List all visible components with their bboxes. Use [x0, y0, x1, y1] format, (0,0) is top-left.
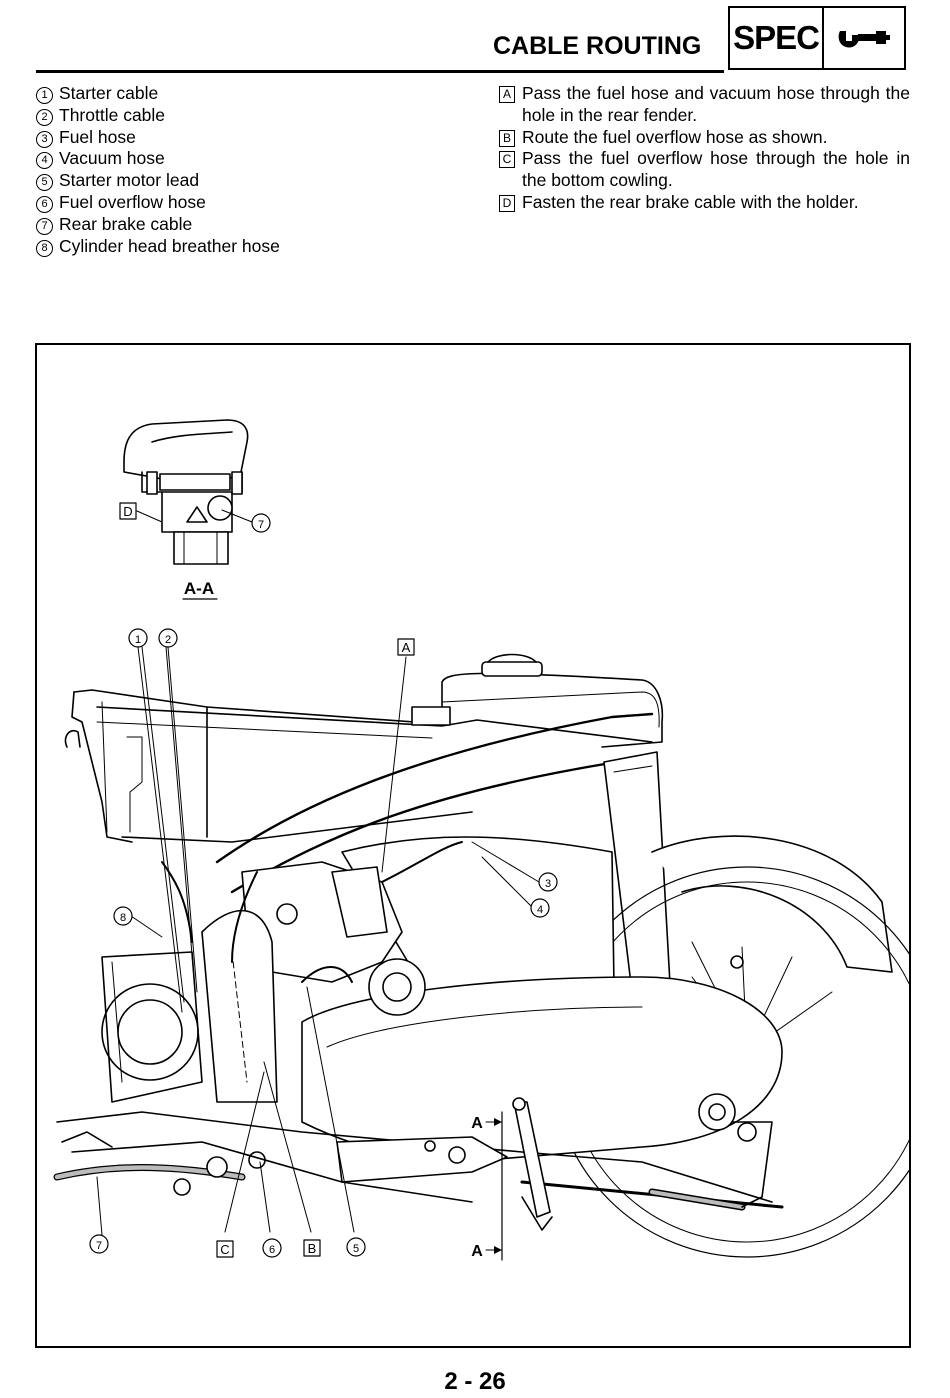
callout-c: C	[220, 1242, 229, 1257]
callout-7: 7	[96, 1240, 102, 1252]
section-arrows	[494, 1118, 502, 1254]
list-item: B Route the fuel overflow hose as shown.	[499, 127, 910, 149]
part-label: Vacuum hose	[59, 148, 165, 169]
list-item: 5 Starter motor lead	[36, 170, 280, 192]
spec-label: SPEC	[730, 8, 824, 68]
list-item: 6 Fuel overflow hose	[36, 192, 280, 214]
callout-3: 3	[545, 878, 551, 890]
instruction-letter: C	[499, 151, 515, 169]
callouts	[89, 502, 558, 1258]
section-label: A-A	[184, 579, 214, 598]
list-item: 4 Vacuum hose	[36, 148, 280, 170]
parts-list: 1 Starter cable 2 Throttle cable 3 Fuel hos…	[36, 83, 280, 257]
instruction-list: A Pass the fuel hose and vacuum hose thro…	[499, 83, 910, 214]
figure-frame: D 7 A-A 1 2 A 3 4 8 7 C 6 B 5 A A	[35, 343, 911, 1348]
list-item: 2 Throttle cable	[36, 105, 280, 127]
part-label: Fuel overflow hose	[59, 191, 206, 212]
part-number: 4	[36, 152, 53, 170]
part-number: 3	[36, 130, 53, 148]
page-title: CABLE ROUTING	[493, 32, 702, 60]
list-item: 8 Cylinder head breather hose	[36, 236, 280, 258]
part-number: 2	[36, 108, 53, 126]
cable-routing-diagram: D 7 A-A 1 2 A 3 4 8 7 C 6 B 5 A A	[53, 419, 909, 1261]
part-label: Fuel hose	[59, 126, 136, 147]
callout-1: 1	[135, 634, 141, 646]
leader-lines	[96, 646, 540, 1251]
instruction-letter: B	[499, 129, 515, 147]
header-rule	[36, 70, 724, 73]
page-number: 2 - 26	[444, 1368, 506, 1395]
callout-a: A	[402, 640, 411, 655]
list-item: C Pass the fuel overflow hose through the…	[499, 148, 910, 192]
callout-8: 8	[120, 912, 126, 924]
part-label: Starter cable	[59, 83, 159, 103]
section-arrow-bottom-label: A	[471, 1243, 483, 1260]
wrench-icon	[824, 8, 904, 68]
part-label: Cylinder head breather hose	[59, 235, 280, 256]
spec-badge: SPEC	[728, 6, 906, 70]
list-item: 7 Rear brake cable	[36, 214, 280, 236]
callout-6: 6	[269, 1244, 275, 1256]
part-number: 6	[36, 195, 53, 213]
list-item: 1 Starter cable	[36, 83, 280, 105]
part-label: Rear brake cable	[59, 213, 193, 234]
list-item: 3 Fuel hose	[36, 127, 280, 149]
instruction-letter: A	[499, 86, 515, 103]
instruction-letter: D	[499, 194, 515, 212]
list-item: A Pass the fuel hose and vacuum hose thro…	[499, 83, 910, 127]
section-view-a-a	[123, 419, 253, 565]
callout-7-inset: 7	[258, 519, 264, 531]
callout-4: 4	[537, 904, 543, 916]
part-label: Starter motor lead	[59, 170, 200, 191]
callout-b: B	[308, 1241, 317, 1256]
callout-2: 2	[165, 634, 171, 646]
part-number: 5	[36, 174, 53, 192]
part-number: 8	[36, 239, 53, 257]
instruction-text: Fasten the rear brake cable with the hol…	[522, 191, 859, 212]
callout-text: D 7 A-A 1 2 A 3 4 8 7 C 6 B 5 A A	[96, 504, 551, 1260]
part-number: 1	[36, 87, 53, 104]
callout-5: 5	[353, 1243, 359, 1255]
list-item: D Fasten the rear brake cable with the ho…	[499, 192, 910, 214]
instruction-text: Route the fuel overflow hose as shown.	[522, 126, 828, 147]
part-label: Throttle cable	[59, 104, 166, 125]
motorcycle-drawing	[53, 646, 909, 1261]
callout-d: D	[123, 504, 132, 519]
instruction-text: Pass the fuel overflow hose through the …	[522, 148, 910, 191]
instruction-text: Pass the fuel hose and vacuum hose throu…	[522, 83, 910, 125]
section-arrow-top-label: A	[471, 1115, 483, 1132]
part-number: 7	[36, 217, 53, 235]
